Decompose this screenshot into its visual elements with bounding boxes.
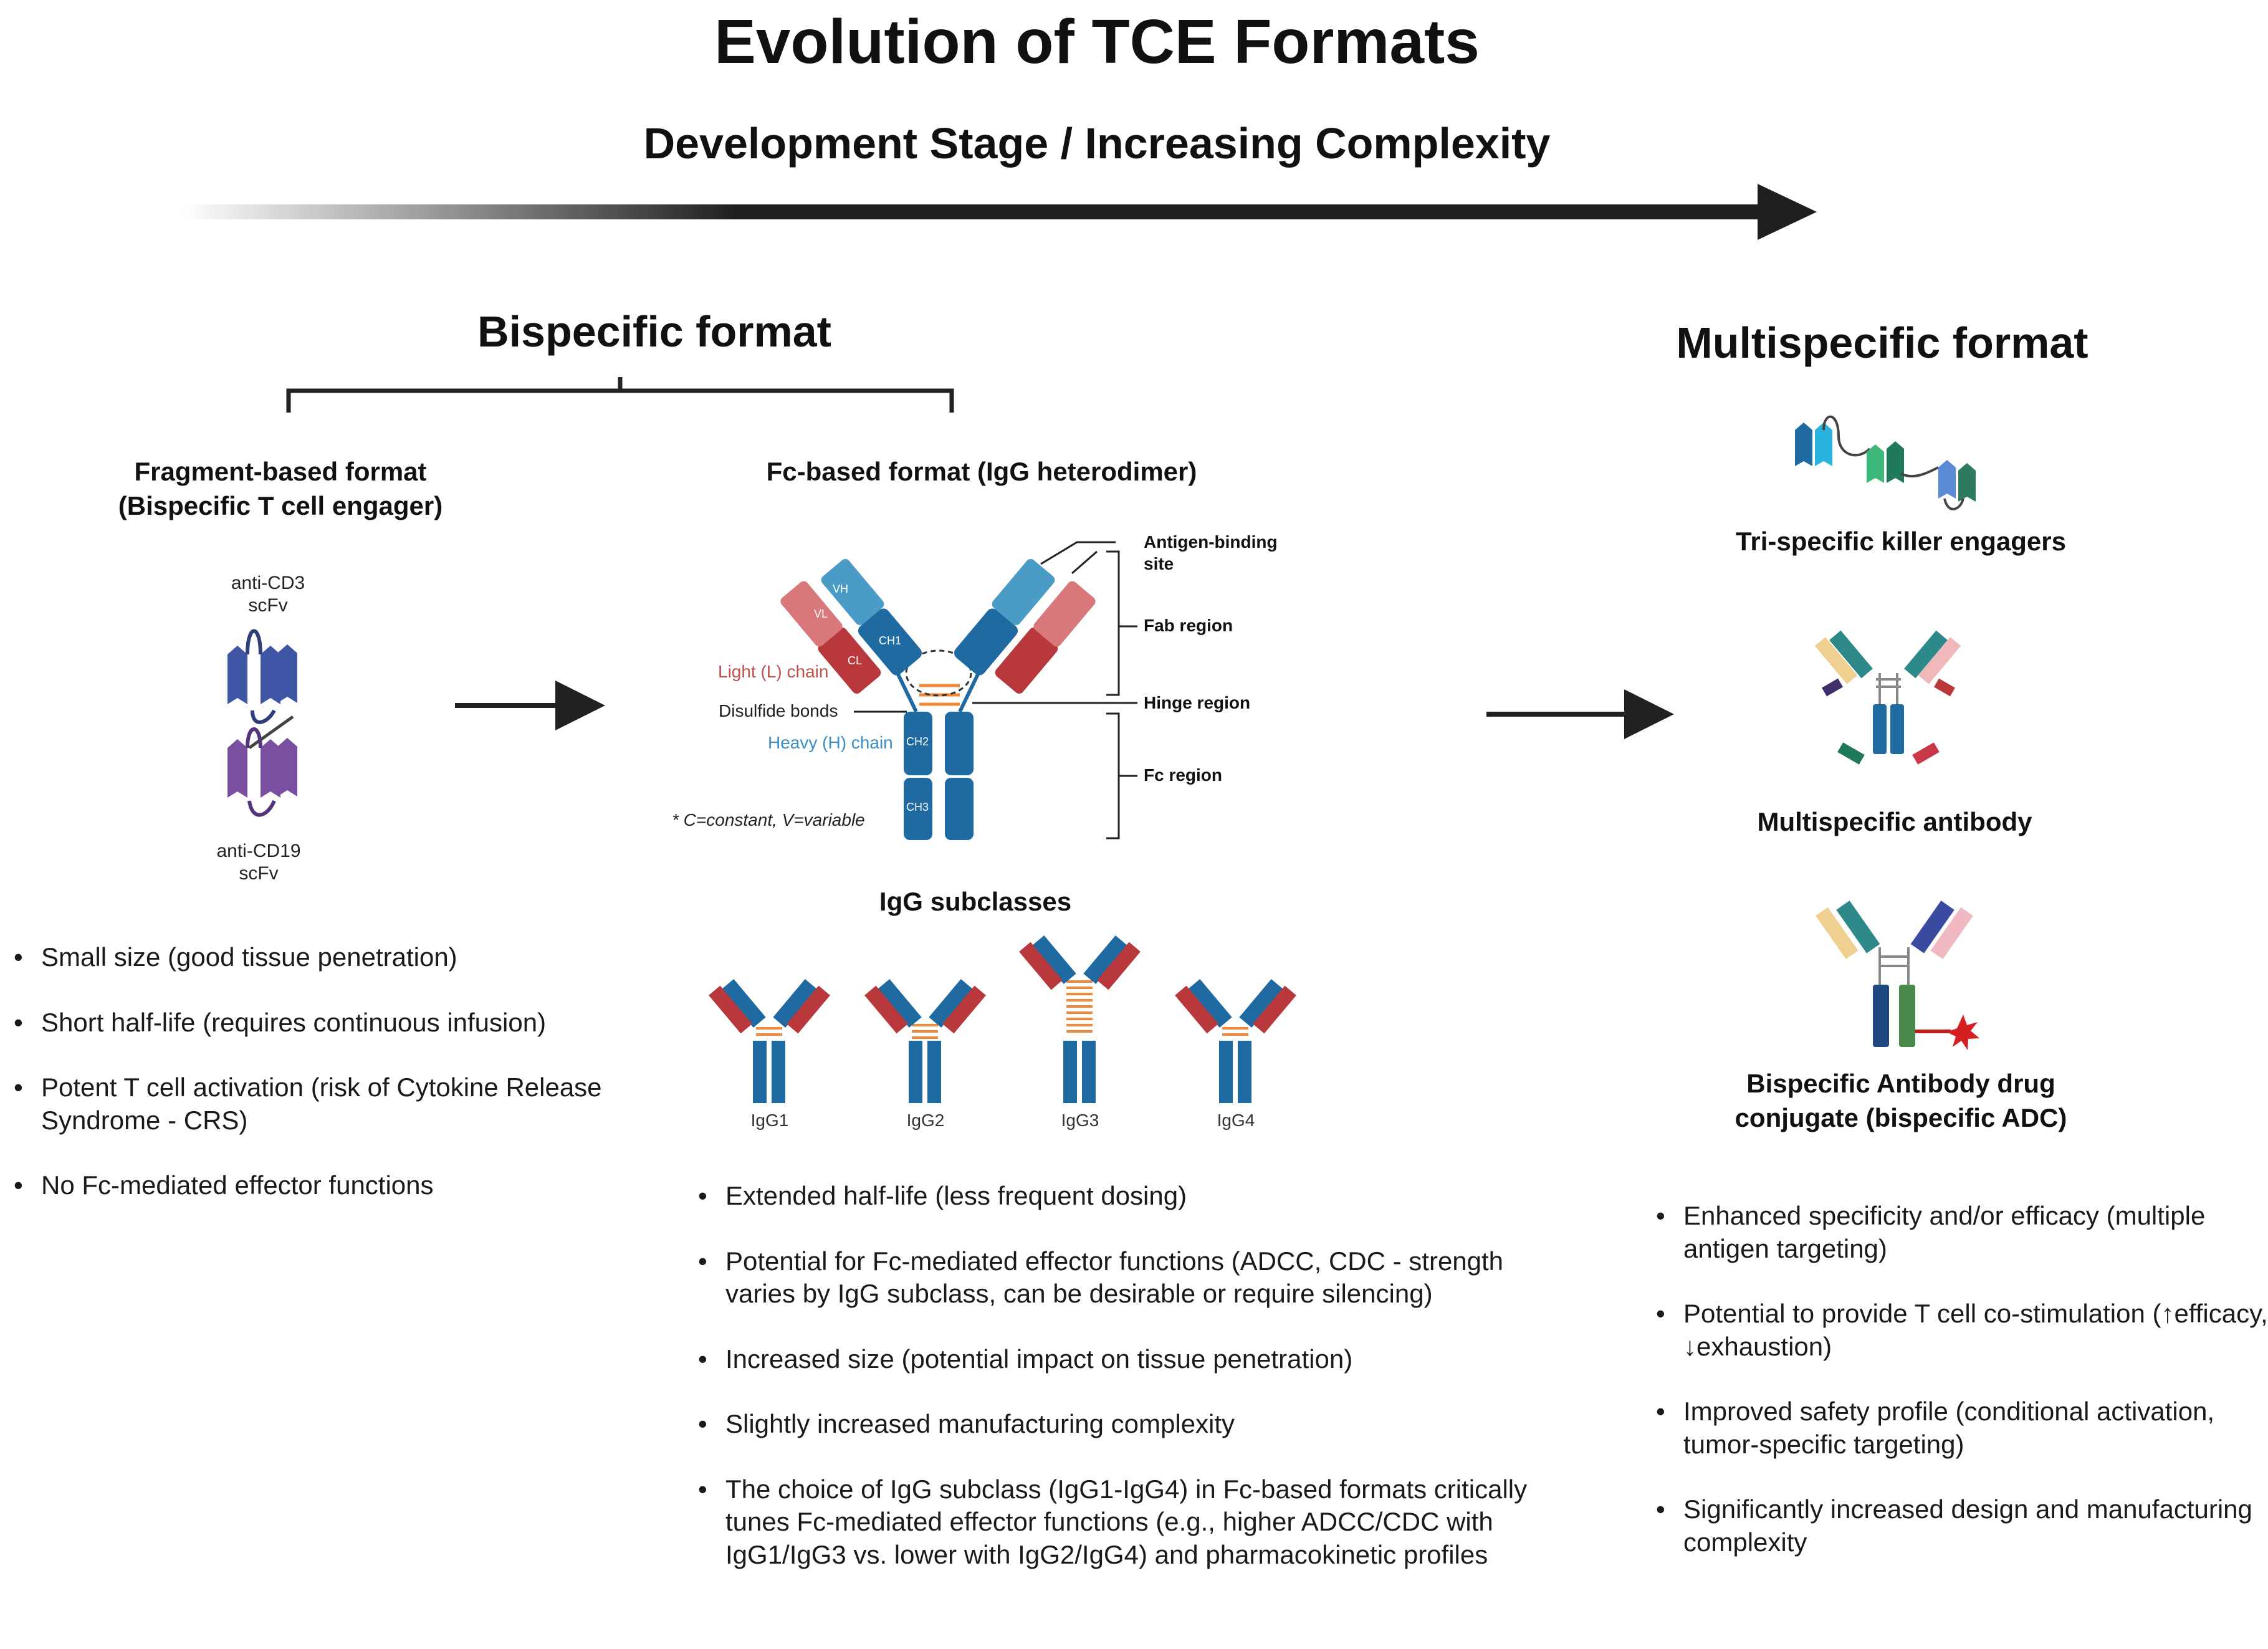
list-item: Potential to provide T cell co-stimulati… <box>1656 1298 2268 1363</box>
list-item: Potent T cell activation (risk of Cytoki… <box>14 1071 646 1137</box>
list-item: Slightly increased manufacturing complex… <box>698 1408 1529 1441</box>
vl-domain-label: VL <box>814 608 828 620</box>
ch3-domain-label: CH3 <box>906 801 929 813</box>
bispecific-adc-illustration <box>1816 901 1979 1050</box>
bispecific-bracket <box>286 377 954 413</box>
page-title: Evolution of TCE Formats <box>714 7 1480 77</box>
light-chain-label: Light (L) chain <box>718 662 829 681</box>
list-item: Short half-life (requires continuous inf… <box>14 1006 646 1040</box>
list-item: The choice of IgG subclass (IgG1-IgG4) i… <box>698 1473 1529 1572</box>
antigen-binding-label: Antigen-binding site <box>1144 532 1278 573</box>
fab-region-label: Fab region <box>1144 616 1233 635</box>
list-item: No Fc-mediated effector functions <box>14 1169 646 1202</box>
igg-structure-illustration <box>780 541 1137 840</box>
trike-label: Tri-specific killer engagers <box>1736 527 2066 556</box>
vh-domain-label: VH <box>833 583 849 595</box>
multispecific-bullets: Enhanced specificity and/or efficacy (mu… <box>1655 1200 2268 1591</box>
footnote-label: * C=constant, V=variable <box>672 810 865 829</box>
cl-domain-label: CL <box>848 654 863 667</box>
ch2-domain-label: CH2 <box>906 735 929 748</box>
bispecific-heading: Bispecific format <box>477 307 831 356</box>
complexity-arrow <box>181 184 1817 240</box>
igg-subclasses-heading: IgG subclasses <box>879 887 1072 916</box>
list-item: Small size (good tissue penetration) <box>14 941 646 974</box>
trike-illustration <box>1795 415 1976 510</box>
hinge-region-label: Hinge region <box>1144 693 1251 712</box>
igg1-label: IgG1 <box>750 1111 789 1130</box>
igg2-label: IgG2 <box>906 1111 945 1130</box>
igg1-icon <box>709 979 830 1103</box>
igg3-label: IgG3 <box>1061 1111 1099 1130</box>
fragment-bullets: Small size (good tissue penetration) Sho… <box>12 941 646 1235</box>
igg2-icon <box>864 979 986 1103</box>
list-item: Extended half-life (less frequent dosing… <box>698 1180 1529 1213</box>
igg3-icon <box>1019 935 1141 1103</box>
list-item: Potential for Fc-mediated effector funct… <box>698 1245 1529 1311</box>
anti-cd3-label: anti-CD3 scFv <box>231 573 305 616</box>
page-subtitle: Development Stage / Increasing Complexit… <box>643 119 1551 168</box>
heavy-chain-label: Heavy (H) chain <box>768 733 893 752</box>
fragment-heading: Fragment-based format (Bispecific T cell… <box>118 457 443 520</box>
bite-scfv-illustration <box>227 629 297 817</box>
fc-heading: Fc-based format (IgG heterodimer) <box>766 457 1197 486</box>
igg4-label: IgG4 <box>1217 1111 1255 1130</box>
multispecific-antibody-illustration <box>1814 630 1961 765</box>
igg-subclass-icons <box>709 935 1296 1103</box>
multispecific-heading: Multispecific format <box>1676 318 2089 367</box>
list-item: Enhanced specificity and/or efficacy (mu… <box>1656 1200 2268 1265</box>
list-item: Improved safety profile (conditional act… <box>1656 1395 2268 1461</box>
bispecific-adc-label: Bispecific Antibody drug conjugate (bisp… <box>1734 1069 2067 1132</box>
fc-bullets: Extended half-life (less frequent dosing… <box>697 1180 1529 1604</box>
multispecific-antibody-label: Multispecific antibody <box>1757 807 2032 836</box>
list-item: Significantly increased design and manuf… <box>1656 1493 2268 1559</box>
fc-region-label: Fc region <box>1144 765 1223 785</box>
ch1-domain-label: CH1 <box>879 634 902 647</box>
list-item: Increased size (potential impact on tiss… <box>698 1343 1529 1376</box>
igg4-icon <box>1175 979 1296 1103</box>
anti-cd19-label: anti-CD19 scFv <box>216 841 301 884</box>
disulfide-bonds-label: Disulfide bonds <box>719 701 838 720</box>
